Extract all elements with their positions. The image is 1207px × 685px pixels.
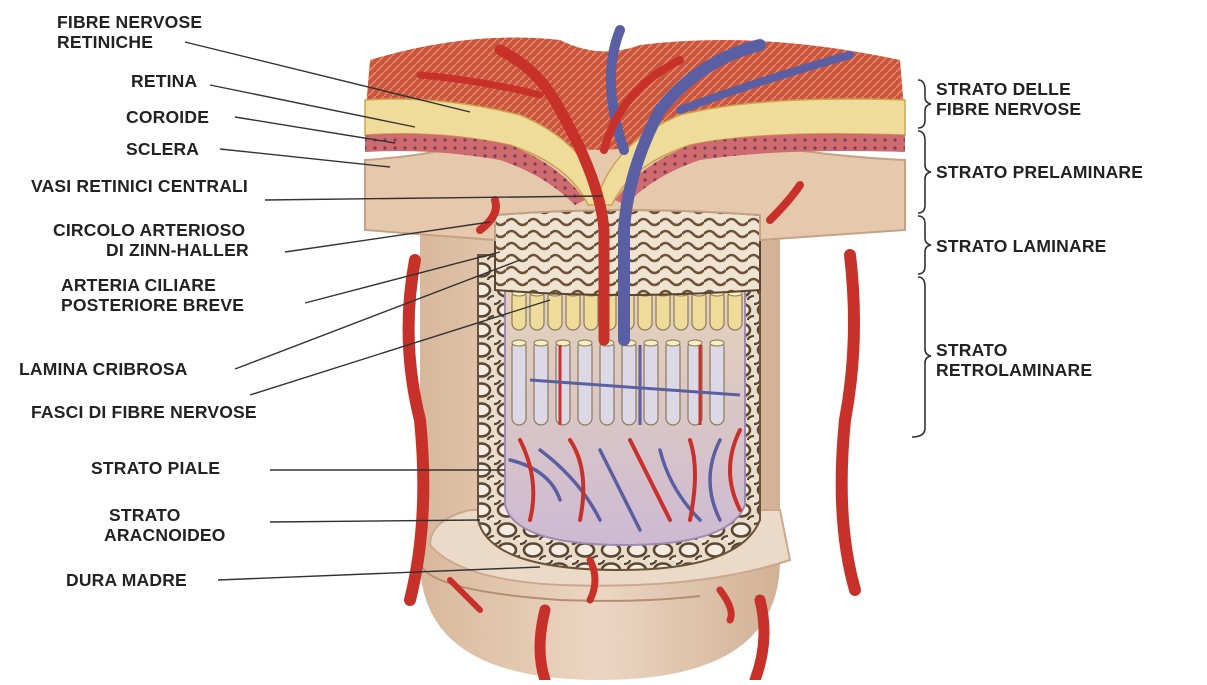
nerve-fiber-bundle [666,340,680,425]
label-strato-delle-fibre-nervose: STRATO DELLE FIBRE NERVOSE [936,79,1081,119]
label-sclera: SCLERA [126,139,199,159]
nerve-fiber-bundle-cap [644,340,658,346]
nerve-fiber-bundle [644,340,658,425]
brace-strato-laminare [918,216,931,274]
brace-strato-prelaminare [918,131,931,213]
brace-strato-fibre-nervose [918,80,931,128]
label-vasi-retinici-centrali: VASI RETINICI CENTRALI [31,176,248,196]
label-strato-prelaminare: STRATO PRELAMINARE [936,162,1143,182]
nerve-fiber-bundle-cap [578,340,592,346]
label-dura-madre: DURA MADRE [66,570,187,590]
nerve-fiber-bundle-cap [534,340,548,346]
label-strato-retrolaminare: STRATO RETROLAMINARE [936,340,1092,380]
nerve-fiber-bundle-cap [512,340,526,346]
label-arteria-ciliare: ARTERIA CILIARE POSTERIORE BREVE [61,275,244,315]
brace-strato-retrolaminare [912,277,931,437]
label-strato-laminare: STRATO LAMINARE [936,236,1107,256]
label-strato-aracnoideo: STRATO ARACNOIDEO [104,505,226,545]
label-retina: RETINA [131,71,197,91]
label-fasci-di-fibre-nervose: FASCI DI FIBRE NERVOSE [31,402,257,422]
nerve-fiber-bundle [710,340,724,425]
nerve-fiber-bundle [512,340,526,425]
nerve-fiber-bundle [622,340,636,425]
label-fibre-nervose-retiniche: FIBRE NERVOSE RETINICHE [57,12,202,52]
nerve-fiber-bundle [600,340,614,425]
layer-braces [912,80,931,437]
nerve-fiber-bundle-cap [710,340,724,346]
nerve-fiber-bundle-cap [666,340,680,346]
label-lamina-cribrosa: LAMINA CRIBROSA [19,359,188,379]
label-strato-piale: STRATO PIALE [91,458,220,478]
label-coroide: COROIDE [126,107,209,127]
nerve-fiber-bundle-cap [556,340,570,346]
leader-sclera [220,149,390,167]
label-circolo-arterioso: CIRCOLO ARTERIOSO DI ZINN-HALLER [53,220,249,260]
